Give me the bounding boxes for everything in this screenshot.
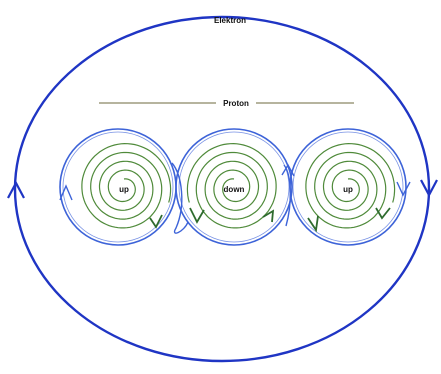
quark-arrow-green xyxy=(150,215,162,227)
quark-arrow-blue xyxy=(397,182,410,195)
electron-label: Elektron xyxy=(214,16,246,25)
electron-orbit xyxy=(15,17,429,361)
proton-label: Proton xyxy=(223,99,249,108)
quark-arrow-green-2 xyxy=(263,211,273,222)
quark-1: up xyxy=(60,129,176,245)
quark-arrow-green-2 xyxy=(376,208,390,218)
quark-2: down xyxy=(176,129,292,245)
quark-label: down xyxy=(224,185,245,194)
quark-label: up xyxy=(119,185,129,194)
quark-label: up xyxy=(343,185,353,194)
quark-3: up xyxy=(290,129,410,245)
quark-arrow-green xyxy=(308,216,318,230)
